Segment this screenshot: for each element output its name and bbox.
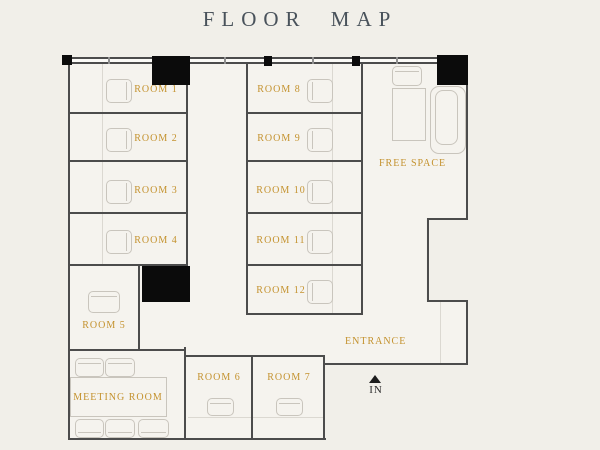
column	[437, 55, 468, 85]
wall-post	[264, 56, 272, 66]
chair-icon	[207, 398, 234, 416]
wall-segment	[68, 212, 188, 214]
room-label-9: ROOM 9	[257, 133, 301, 144]
wall-segment	[428, 218, 468, 220]
chair-icon	[106, 180, 132, 204]
wall-segment	[184, 347, 186, 440]
wall-post	[352, 56, 360, 66]
wall-segment	[251, 355, 253, 440]
chair-icon	[307, 79, 333, 103]
room-label-7: ROOM 7	[267, 372, 311, 383]
chair-icon	[392, 66, 422, 86]
chair-icon	[307, 280, 333, 304]
room-label-12: ROOM 12	[256, 285, 306, 296]
free-space-label: FREE SPACE	[379, 158, 447, 169]
room-label-3: ROOM 3	[134, 185, 178, 196]
wall-segment	[323, 355, 325, 440]
in-label: IN	[369, 384, 383, 396]
entrance-arrow-icon	[369, 375, 381, 383]
chair-icon	[106, 79, 132, 103]
floor-area	[426, 302, 466, 363]
chair-icon	[106, 128, 132, 152]
chair-icon	[75, 358, 104, 377]
chair-icon	[75, 419, 104, 438]
wall-segment	[427, 218, 429, 302]
wall-segment	[428, 300, 468, 302]
chair-icon	[138, 419, 169, 438]
room-label-5: ROOM 5	[82, 320, 126, 331]
window-wall	[68, 57, 437, 64]
meeting-table	[70, 377, 167, 417]
room-label-8: ROOM 8	[257, 84, 301, 95]
room-label-2: ROOM 2	[134, 133, 178, 144]
room-label-4: ROOM 4	[134, 235, 178, 246]
room-label-11: ROOM 11	[256, 235, 306, 246]
chair-icon	[276, 398, 303, 416]
bottom-wall	[68, 438, 326, 440]
column	[142, 266, 190, 302]
wall-segment	[68, 264, 188, 266]
wall-segment	[246, 160, 363, 162]
chair-icon	[307, 128, 333, 152]
window-mullion	[224, 57, 226, 64]
entrance-wall	[323, 363, 468, 365]
partition-line	[102, 63, 103, 264]
page-title: FLOOR MAP	[202, 7, 398, 31]
partition-line	[440, 302, 441, 363]
chair-icon	[307, 180, 333, 204]
column	[152, 56, 190, 85]
partition-line	[188, 417, 323, 418]
wall-segment	[246, 62, 248, 315]
entrance-label: ENTRANCE	[345, 336, 407, 347]
wall-segment	[138, 266, 140, 351]
wall-segment	[361, 62, 363, 315]
chair-icon	[106, 230, 132, 254]
room-label-1: ROOM 1	[134, 84, 178, 95]
chair-icon	[105, 358, 135, 377]
chair-icon	[88, 291, 120, 313]
window-mullion	[396, 57, 398, 64]
wall-segment	[68, 160, 188, 162]
wall-segment	[246, 313, 363, 315]
window-mullion	[312, 57, 314, 64]
side-table	[392, 88, 426, 141]
meeting-room-label: MEETING ROOM	[73, 392, 163, 403]
left-wall	[68, 62, 70, 440]
wall-segment	[68, 112, 188, 114]
corner-column	[62, 55, 72, 65]
wall-segment	[186, 355, 325, 357]
window-mullion	[108, 57, 110, 64]
wall-segment	[246, 212, 363, 214]
chair-icon	[307, 230, 333, 254]
room-label-6: ROOM 6	[197, 372, 241, 383]
sofa-icon	[430, 86, 466, 154]
wall-segment	[246, 112, 363, 114]
chair-icon	[105, 419, 135, 438]
right-wall	[466, 57, 468, 220]
right-wall	[466, 300, 468, 365]
wall-segment	[186, 82, 188, 266]
room-label-10: ROOM 10	[256, 185, 306, 196]
wall-segment	[68, 349, 186, 351]
wall-segment	[246, 264, 363, 266]
